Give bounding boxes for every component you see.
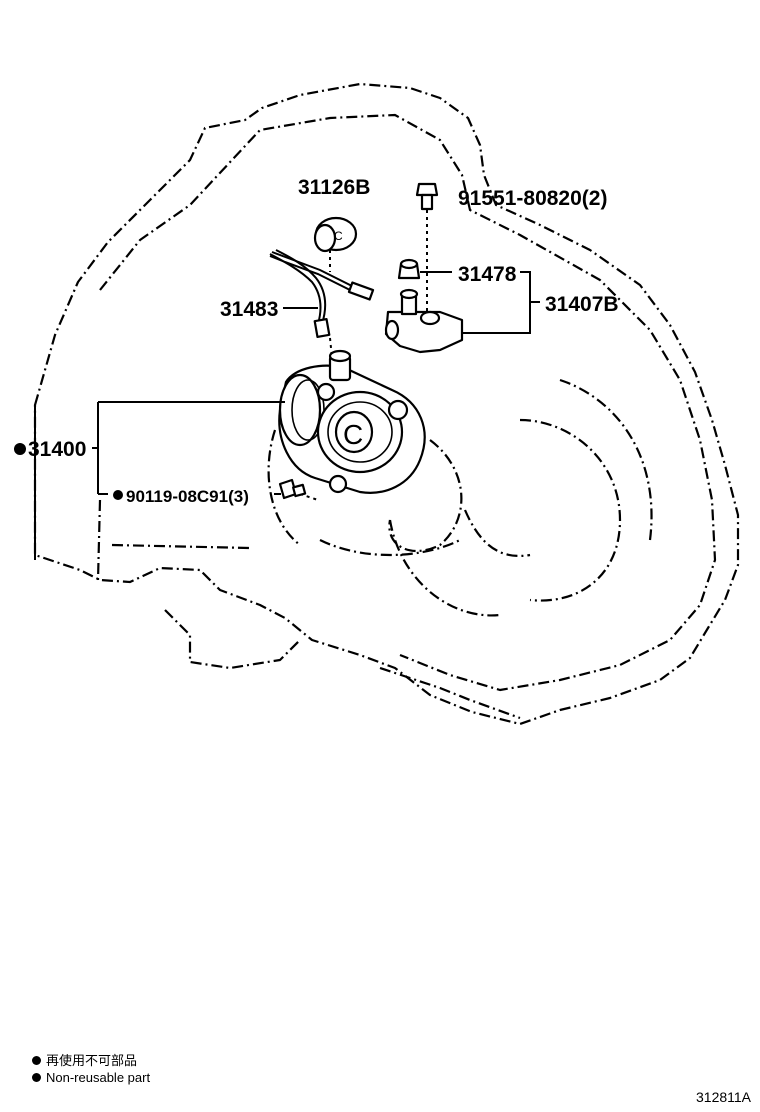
bell-curve-5 xyxy=(319,539,461,557)
release-cylinder-31400: C xyxy=(278,349,426,494)
label-31126B: 31126B xyxy=(298,176,370,199)
bell-curve-1 xyxy=(519,418,622,602)
bleeder-block-31407B xyxy=(384,288,464,354)
bell-curve-6 xyxy=(463,509,531,557)
label-31483: 31483 xyxy=(220,298,278,321)
label-91551: 91551-80820(2) xyxy=(458,187,607,210)
bullet-icon xyxy=(32,1056,41,1065)
non-reusable-marker-31400 xyxy=(14,443,26,455)
screw-guide-line xyxy=(299,493,319,501)
bolt-91551 xyxy=(415,182,439,211)
leader-31400 xyxy=(92,401,285,495)
bullet-icon xyxy=(32,1073,41,1082)
svg-text:C: C xyxy=(334,229,343,243)
housing-lower-flange xyxy=(164,609,301,670)
legend-row-en: Non-reusable part xyxy=(32,1069,150,1086)
label-31478: 31478 xyxy=(458,263,517,286)
housing-bottom-edge xyxy=(379,666,521,720)
figure-id: 312811A xyxy=(696,1089,752,1105)
housing-left-line xyxy=(96,499,102,581)
legend-text-en: Non-reusable part xyxy=(46,1070,151,1085)
label-90119: 90119-08C91(3) xyxy=(126,487,249,506)
bell-curve-4 xyxy=(388,519,501,617)
bleeder-cap-31126B: C xyxy=(313,216,358,253)
bell-curve-2 xyxy=(559,378,653,541)
non-reusable-marker-90119 xyxy=(113,490,123,500)
legend-row-jp: 再使用不可部品 xyxy=(32,1052,150,1069)
housing-left-curve xyxy=(267,429,301,546)
clutch-line-31483 xyxy=(269,249,375,339)
leader-31407B-bracket xyxy=(462,271,540,334)
housing-outline xyxy=(33,82,740,726)
housing-inner-lip xyxy=(99,113,717,692)
bleeder-plug-31478 xyxy=(397,258,421,280)
label-31407B: 31407B xyxy=(545,293,619,316)
housing-crossline xyxy=(111,543,251,550)
svg-text:C: C xyxy=(343,419,363,450)
legend-text-jp: 再使用不可部品 xyxy=(46,1053,138,1068)
screw-90119 xyxy=(278,478,307,500)
legend: 再使用不可部品 Non-reusable part xyxy=(32,1052,150,1086)
label-31400: 31400 xyxy=(28,438,86,461)
